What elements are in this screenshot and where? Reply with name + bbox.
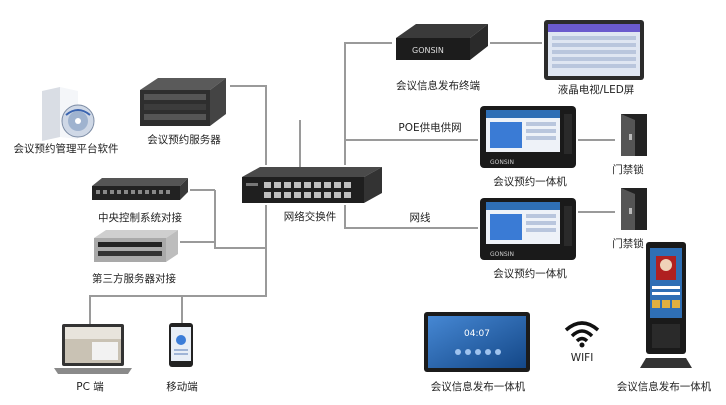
panel-1-brand-text: GONSIN bbox=[490, 159, 514, 166]
central-control-label: 中央控制系统对接 bbox=[98, 212, 182, 224]
central-control-icon bbox=[90, 176, 190, 202]
display-panel-icon: 04:07 bbox=[422, 310, 532, 376]
wire-net bbox=[344, 205, 478, 229]
panel-2-brand-text: GONSIN bbox=[490, 251, 514, 258]
wifi-icon bbox=[562, 318, 602, 348]
software-label: 会议预约管理平台软件 bbox=[13, 143, 119, 155]
display-clock-text: 04:07 bbox=[464, 329, 490, 339]
kiosk-icon bbox=[638, 240, 694, 372]
server-icon bbox=[134, 76, 230, 130]
lcd-label: 液晶电视/LED屏 bbox=[557, 84, 635, 96]
mobile-label: 移动端 bbox=[166, 381, 198, 393]
publish-terminal-icon: GONSIN bbox=[392, 22, 490, 64]
publish-terminal-label: 会议信息发布终端 bbox=[396, 80, 480, 92]
network-switch-icon bbox=[238, 165, 384, 205]
door-lock-1-label: 门禁锁 bbox=[612, 164, 644, 176]
network-cable-label: 网线 bbox=[409, 212, 431, 224]
door-lock-1-icon bbox=[615, 112, 651, 158]
poe-label: POE供电供网 bbox=[398, 122, 462, 134]
booking-panel-1-label: 会议预约一体机 bbox=[493, 176, 567, 188]
door-lock-2-icon bbox=[615, 186, 651, 232]
lcd-tv-icon bbox=[542, 18, 646, 82]
wire-left-trunk bbox=[214, 190, 267, 249]
wire-clients bbox=[89, 248, 267, 325]
kiosk-label: 会议信息发布一体机 bbox=[616, 381, 712, 393]
third-party-label: 第三方服务器对接 bbox=[92, 273, 176, 285]
third-party-server-icon bbox=[92, 228, 180, 264]
booking-panel-2-label: 会议预约一体机 bbox=[493, 268, 567, 280]
wire-server bbox=[230, 85, 267, 165]
mobile-phone-icon bbox=[168, 322, 194, 368]
wire-right-trunk bbox=[344, 42, 392, 165]
laptop-icon bbox=[52, 322, 134, 378]
door-lock-2-label: 门禁锁 bbox=[612, 238, 644, 250]
terminal-brand-text: GONSIN bbox=[412, 46, 444, 55]
server-label: 会议预约服务器 bbox=[147, 134, 221, 146]
pc-label: PC 端 bbox=[76, 381, 104, 393]
wifi-label: WIFI bbox=[570, 352, 594, 364]
display-panel-label: 会议信息发布一体机 bbox=[430, 381, 526, 393]
software-box-icon bbox=[38, 85, 100, 141]
booking-panel-2-icon: GONSIN bbox=[478, 196, 578, 262]
booking-panel-1-icon: GONSIN bbox=[478, 104, 578, 170]
switch-label: 网络交换件 bbox=[283, 211, 337, 223]
